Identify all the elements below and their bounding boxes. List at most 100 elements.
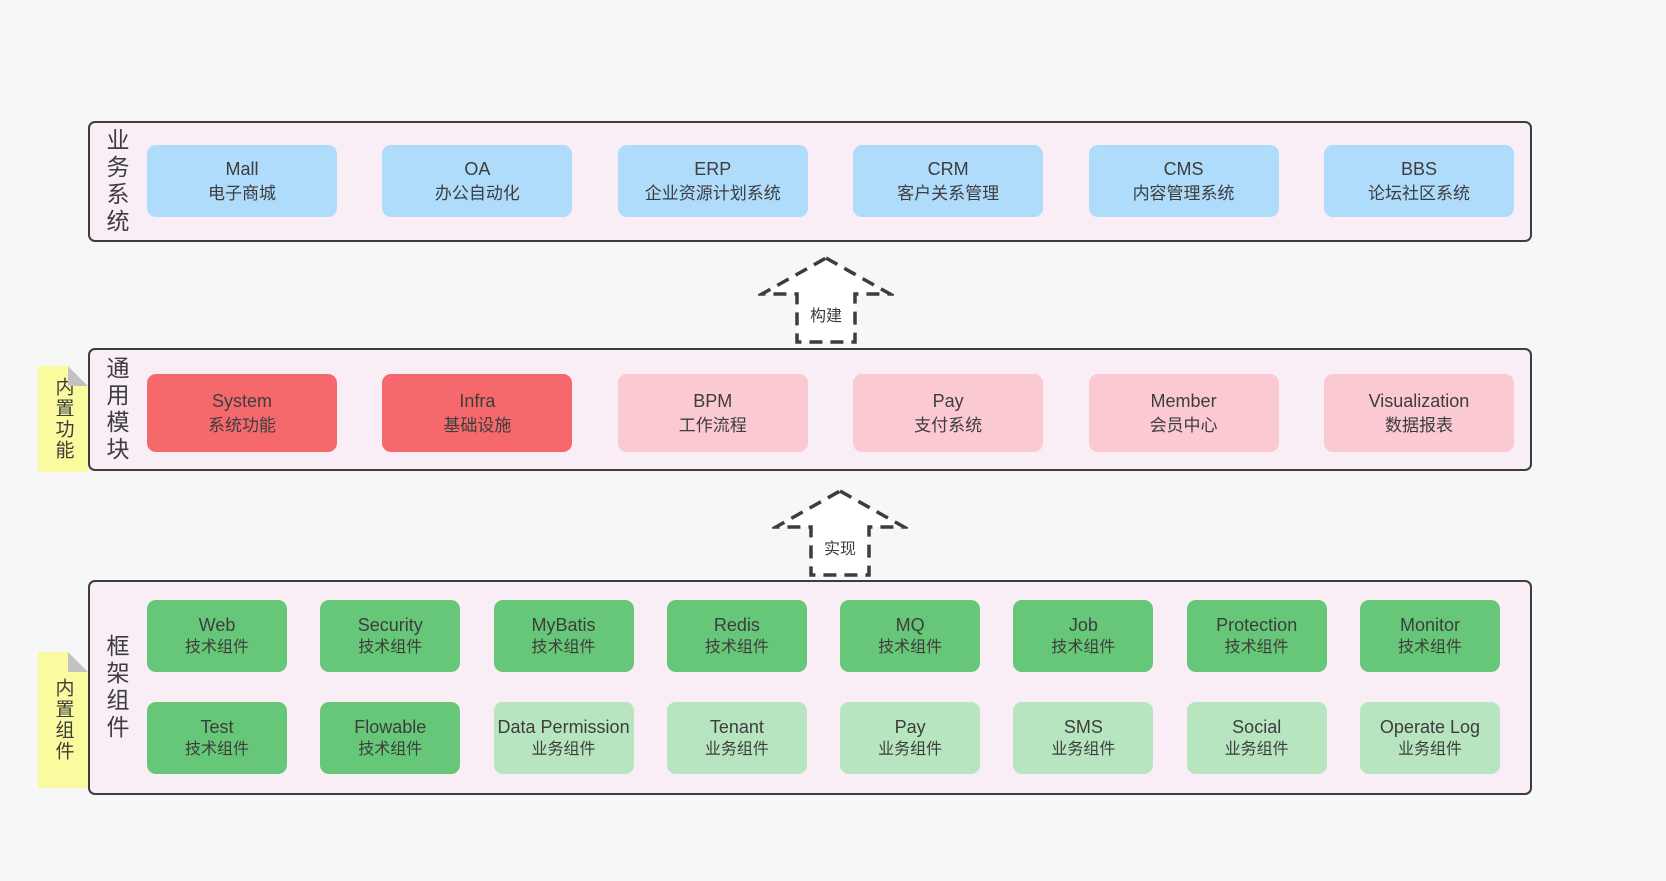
box-subtitle: 工作流程 bbox=[678, 415, 747, 435]
box-subtitle: 业务组件 bbox=[531, 741, 596, 759]
box-subtitle: 技术组件 bbox=[184, 639, 249, 657]
box-infra: Infra 基础设施 bbox=[382, 374, 573, 452]
builtin-components-tab-label: 内置组件 bbox=[52, 678, 74, 762]
box-subtitle: 企业资源计划系统 bbox=[644, 183, 781, 203]
box-subtitle: 内容管理系统 bbox=[1132, 183, 1235, 203]
business-box-row: Mall 电子商城 OA 办公自动化 ERP 企业资源计划系统 CRM 客户关系… bbox=[147, 145, 1514, 217]
builtin-components-tab: 内置组件 bbox=[38, 652, 88, 788]
box-subtitle: 技术组件 bbox=[1051, 639, 1116, 657]
box-title: MyBatis bbox=[531, 614, 596, 635]
box-monitor: Monitor 技术组件 bbox=[1359, 600, 1500, 672]
band-framework-label: 框架组件 bbox=[103, 633, 129, 742]
box-cms: CMS 内容管理系统 bbox=[1088, 145, 1279, 217]
box-title: MQ bbox=[895, 614, 925, 635]
box-data-permission: Data Permission 业务组件 bbox=[493, 702, 634, 774]
band-business-label: 业务系统 bbox=[103, 127, 129, 236]
box-title: Security bbox=[357, 614, 423, 635]
builtin-features-tab: 内置功能 bbox=[38, 366, 88, 472]
box-erp: ERP 企业资源计划系统 bbox=[617, 145, 808, 217]
box-title: Flowable bbox=[354, 716, 427, 737]
implement-arrow: 实现 bbox=[772, 487, 908, 579]
box-crm: CRM 客户关系管理 bbox=[853, 145, 1044, 217]
box-member: Member 会员中心 bbox=[1088, 374, 1279, 452]
box-title: Social bbox=[1232, 716, 1282, 737]
box-subtitle: 技术组件 bbox=[1397, 639, 1462, 657]
box-title: Pay bbox=[894, 716, 926, 737]
box-title: Test bbox=[200, 716, 234, 737]
box-subtitle: 技术组件 bbox=[878, 639, 943, 657]
box-subtitle: 办公自动化 bbox=[434, 183, 520, 203]
box-subtitle: 客户关系管理 bbox=[897, 183, 1000, 203]
up-arrow-icon bbox=[758, 255, 894, 344]
box-protection: Protection 技术组件 bbox=[1186, 600, 1327, 672]
box-pay-component: Pay 业务组件 bbox=[840, 702, 981, 774]
box-system: System 系统功能 bbox=[147, 374, 337, 452]
box-subtitle: 论坛社区系统 bbox=[1367, 183, 1470, 203]
box-job: Job 技术组件 bbox=[1013, 600, 1154, 672]
box-title: SMS bbox=[1063, 716, 1103, 737]
box-subtitle: 支付系统 bbox=[914, 415, 983, 435]
box-mybatis: MyBatis 技术组件 bbox=[493, 600, 634, 672]
box-subtitle: 业务组件 bbox=[1051, 741, 1116, 759]
box-flowable: Flowable 技术组件 bbox=[320, 702, 461, 774]
framework-box-row-1: Web 技术组件 Security 技术组件 MyBatis 技术组件 Redi… bbox=[147, 600, 1500, 672]
box-test: Test 技术组件 bbox=[147, 702, 287, 774]
box-bpm: BPM 工作流程 bbox=[617, 374, 808, 452]
box-social: Social 业务组件 bbox=[1186, 702, 1327, 774]
framework-box-row-2: Test 技术组件 Flowable 技术组件 Data Permission … bbox=[147, 702, 1500, 774]
box-title: BBS bbox=[1400, 158, 1437, 179]
box-title: Infra bbox=[459, 390, 496, 411]
box-title: Web bbox=[198, 614, 236, 635]
box-subtitle: 会员中心 bbox=[1149, 415, 1218, 435]
box-title: BPM bbox=[693, 390, 733, 411]
box-subtitle: 电子商城 bbox=[208, 183, 276, 203]
box-title: Operate Log bbox=[1379, 716, 1480, 737]
box-redis: Redis 技术组件 bbox=[666, 600, 807, 672]
box-subtitle: 技术组件 bbox=[358, 741, 423, 759]
box-bbs: BBS 论坛社区系统 bbox=[1323, 145, 1514, 217]
box-subtitle: 基础设施 bbox=[443, 415, 512, 435]
box-security: Security 技术组件 bbox=[320, 600, 461, 672]
box-subtitle: 系统功能 bbox=[208, 415, 276, 435]
box-sms: SMS 业务组件 bbox=[1013, 702, 1154, 774]
box-mq: MQ 技术组件 bbox=[840, 600, 981, 672]
box-pay-module: Pay 支付系统 bbox=[853, 374, 1044, 452]
band-modules-label: 通用模块 bbox=[103, 355, 129, 464]
box-title: Data Permission bbox=[497, 716, 630, 737]
box-tenant: Tenant 业务组件 bbox=[666, 702, 807, 774]
modules-box-row: System 系统功能 Infra 基础设施 BPM 工作流程 Pay 支付系统… bbox=[147, 374, 1514, 452]
band-common-modules: 内置功能 通用模块 System 系统功能 Infra 基础设施 BPM 工作流… bbox=[88, 348, 1532, 471]
box-title: ERP bbox=[694, 158, 732, 179]
box-subtitle: 技术组件 bbox=[358, 639, 423, 657]
box-title: CRM bbox=[927, 158, 969, 179]
box-title: CMS bbox=[1163, 158, 1204, 179]
box-title: Mall bbox=[225, 158, 259, 179]
box-subtitle: 业务组件 bbox=[878, 741, 943, 759]
box-title: Pay bbox=[932, 390, 964, 411]
up-arrow-icon bbox=[772, 488, 908, 577]
box-title: Tenant bbox=[709, 716, 764, 737]
band-business-systems: 业务系统 Mall 电子商城 OA 办公自动化 ERP 企业资源计划系统 CRM… bbox=[88, 121, 1532, 242]
folded-corner-icon bbox=[68, 366, 88, 386]
box-operate-log: Operate Log 业务组件 bbox=[1359, 702, 1500, 774]
box-title: Protection bbox=[1216, 614, 1298, 635]
build-arrow: 构建 bbox=[758, 254, 894, 346]
box-subtitle: 数据报表 bbox=[1384, 415, 1453, 435]
box-title: Monitor bbox=[1399, 614, 1460, 635]
box-subtitle: 业务组件 bbox=[1397, 741, 1462, 759]
band-framework-components: 内置组件 框架组件 Web 技术组件 Security 技术组件 MyBatis… bbox=[88, 580, 1532, 795]
box-subtitle: 技术组件 bbox=[704, 639, 769, 657]
box-subtitle: 业务组件 bbox=[1224, 741, 1289, 759]
box-web: Web 技术组件 bbox=[147, 600, 287, 672]
box-title: Redis bbox=[713, 614, 760, 635]
implement-arrow-label: 实现 bbox=[823, 541, 856, 558]
folded-corner-icon bbox=[68, 652, 88, 672]
box-subtitle: 技术组件 bbox=[1224, 639, 1289, 657]
box-title: Visualization bbox=[1368, 390, 1470, 411]
build-arrow-label: 构建 bbox=[809, 308, 842, 325]
box-title: OA bbox=[464, 158, 491, 179]
box-title: Job bbox=[1068, 614, 1098, 635]
box-visualization: Visualization 数据报表 bbox=[1323, 374, 1514, 452]
box-mall: Mall 电子商城 bbox=[147, 145, 337, 217]
